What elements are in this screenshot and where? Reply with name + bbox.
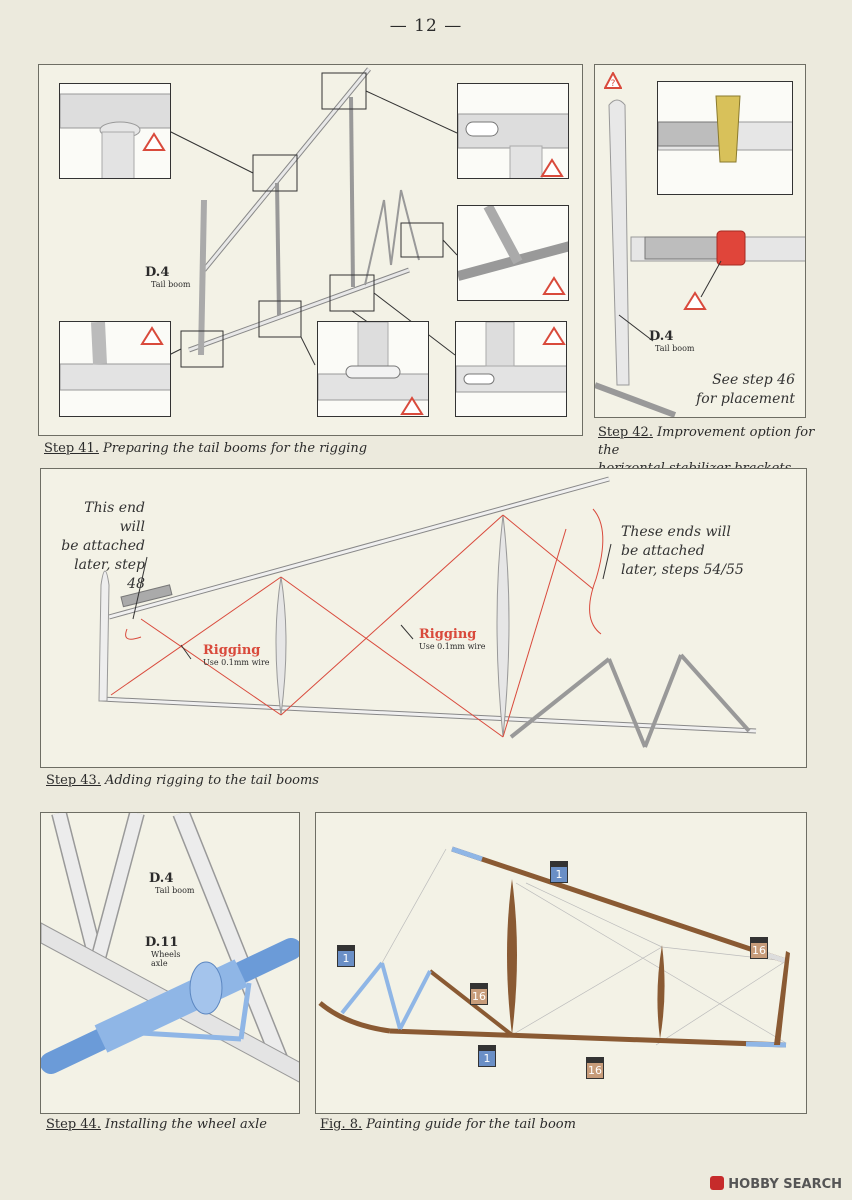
caution-question-icon: ? bbox=[604, 72, 622, 89]
step44-part1-label: D.4 Tail boom bbox=[149, 871, 195, 895]
step44-drawing bbox=[41, 813, 299, 1083]
step41-inset-topleft bbox=[59, 83, 171, 179]
fig8-drawing bbox=[318, 846, 790, 1048]
step42-drawing bbox=[595, 99, 805, 417]
step41-inset-bottommid bbox=[317, 321, 429, 417]
fig8-panel: 1 1 1 16 16 16 bbox=[315, 812, 807, 1114]
step41-inset-bottomright bbox=[455, 321, 567, 417]
step44-caption: Step 44.Installing the wheel axle bbox=[46, 1117, 267, 1132]
paint-badge-1: 1 bbox=[478, 1045, 496, 1067]
svg-text:?: ? bbox=[611, 79, 616, 89]
fig8-caption: Fig. 8.Painting guide for the tail boom bbox=[320, 1117, 576, 1132]
paint-badge-16: 16 bbox=[470, 983, 488, 1005]
step41-drawing bbox=[168, 67, 458, 368]
step43-drawing bbox=[98, 476, 757, 748]
step42-part-label: D.4 Tail boom bbox=[649, 329, 695, 353]
step41-inset-topright bbox=[457, 83, 569, 179]
paint-badge-1: 1 bbox=[337, 945, 355, 967]
step44-part2-label: D.11 Wheels axle bbox=[145, 935, 181, 968]
paint-badge-1: 1 bbox=[550, 861, 568, 883]
step41-part-label: D.4 Tail boom bbox=[145, 265, 191, 289]
page-number: — 12 — bbox=[389, 16, 463, 36]
hobby-search-logo-icon bbox=[710, 1176, 725, 1190]
step42-inset bbox=[657, 81, 793, 195]
step41-inset-bottomleft bbox=[59, 321, 171, 417]
step44-panel: D.4 Tail boom D.11 Wheels axle bbox=[40, 812, 300, 1114]
step41-panel: D.4 Tail boom bbox=[38, 64, 583, 436]
paint-badge-16: 16 bbox=[750, 937, 768, 959]
step41-inset-midright bbox=[457, 205, 569, 301]
step43-caption: Step 43.Adding rigging to the tail booms bbox=[46, 773, 319, 788]
step41-caption: Step 41.Preparing the tail booms for the… bbox=[44, 441, 368, 456]
paint-badge-16: 16 bbox=[586, 1057, 604, 1079]
watermark: HOBBY SEARCH bbox=[710, 1176, 842, 1192]
